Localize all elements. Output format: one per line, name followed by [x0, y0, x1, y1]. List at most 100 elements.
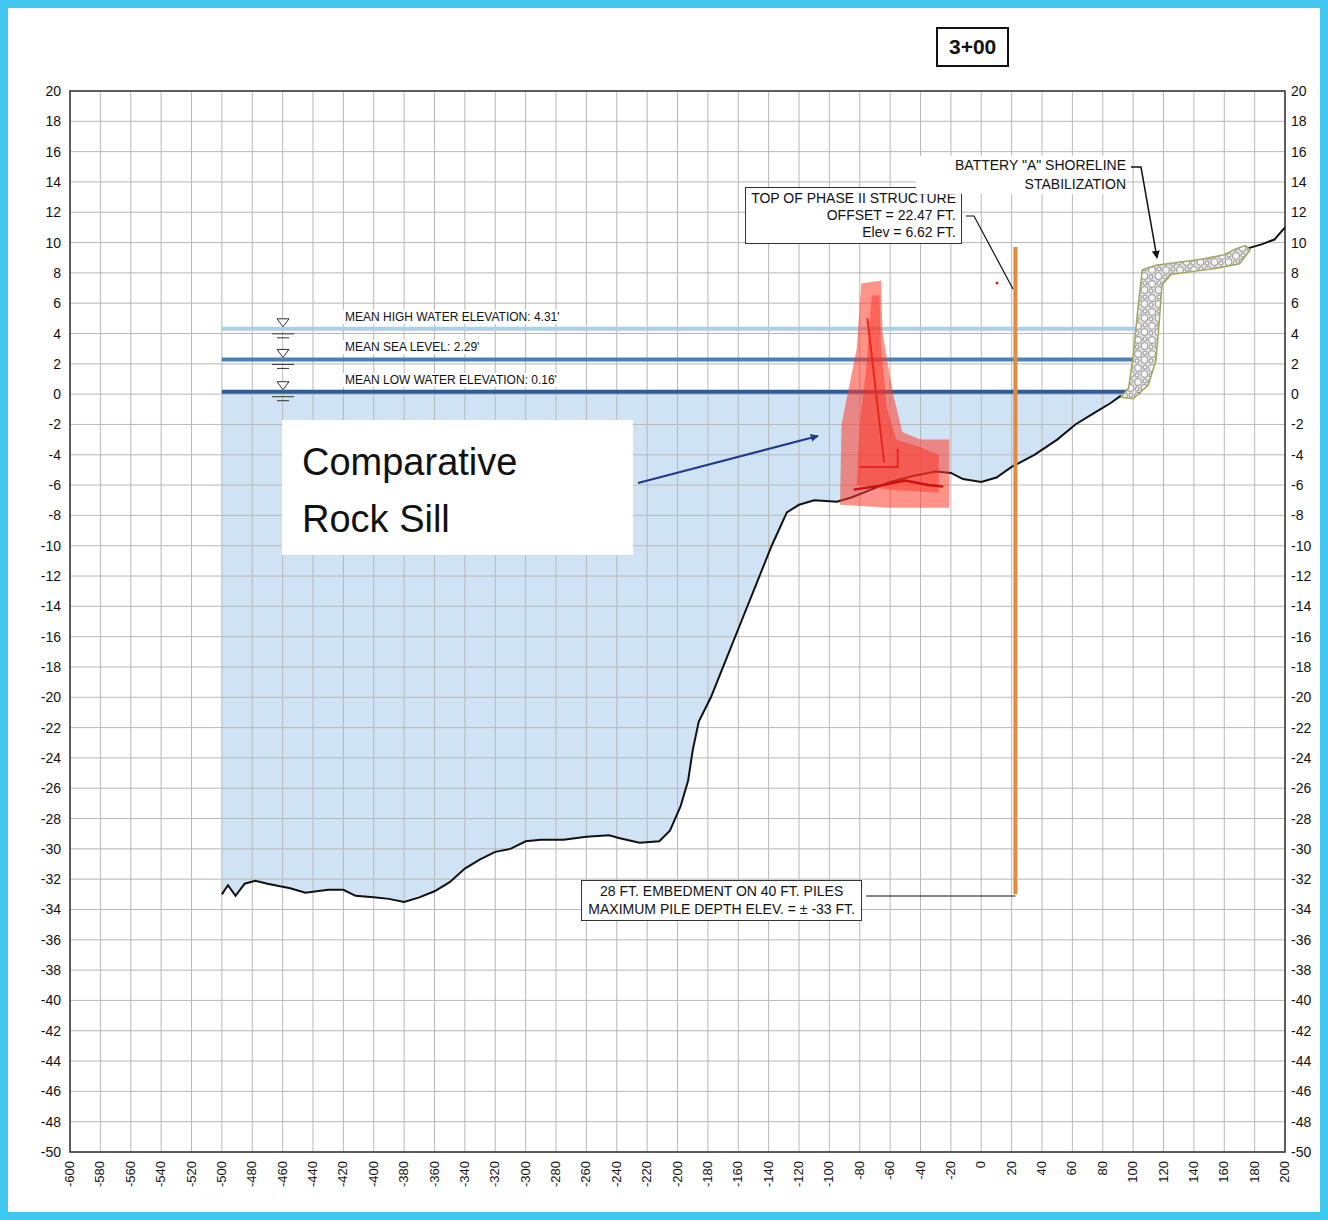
rock-sill-mark — [860, 449, 898, 467]
elevation-tick: 4 — [14, 325, 61, 343]
elevation-tick: -26 — [14, 779, 61, 797]
grid-line — [70, 454, 1285, 455]
water-level-symbol — [272, 334, 294, 338]
elevation-tick: -46 — [1291, 1082, 1325, 1100]
offset-tick: 140 — [1186, 1161, 1202, 1211]
elevation-tick: -30 — [1291, 840, 1325, 858]
water-level-symbol — [277, 349, 289, 357]
grid-line — [70, 666, 1285, 667]
elevation-tick: -10 — [1291, 537, 1325, 555]
grid-line — [1102, 91, 1103, 1152]
offset-tick: 40 — [1034, 1161, 1050, 1211]
elevation-tick: -36 — [14, 931, 61, 949]
callout-box: TOP OF PHASE II STRUCTUREOFFSET = 22.47 … — [745, 187, 962, 244]
water-level-symbol — [272, 397, 294, 401]
elevation-tick: 0 — [14, 385, 61, 403]
elevation-tick: 8 — [14, 264, 61, 282]
grid-line — [313, 91, 314, 1152]
grid — [70, 91, 1285, 1152]
grid-line — [70, 212, 1285, 213]
annotation-text: MAXIMUM PILE DEPTH ELEV. = ± -33 FT. — [588, 901, 855, 919]
page-frame — [4, 4, 1324, 1216]
grid-line — [981, 91, 982, 1152]
water-level-line — [222, 390, 1141, 394]
grid-line — [343, 91, 344, 1152]
offset-tick: -320 — [487, 1161, 503, 1211]
water-level-symbol — [272, 364, 294, 368]
offset-tick: -520 — [184, 1161, 200, 1211]
offset-tick: -400 — [366, 1161, 382, 1211]
grid-line — [707, 91, 708, 1152]
elevation-tick: 10 — [14, 234, 61, 252]
water-level-symbol — [277, 382, 289, 390]
grid-line — [70, 242, 1285, 243]
callout-arrow — [638, 436, 818, 483]
grid-line — [70, 576, 1285, 577]
offset-tick: 80 — [1095, 1161, 1111, 1211]
grid-line — [252, 91, 253, 1152]
grid-line — [677, 91, 678, 1152]
grid-line — [70, 1061, 1285, 1062]
offset-tick: 200 — [1277, 1161, 1293, 1211]
offset-tick: -440 — [305, 1161, 321, 1211]
elevation-tick: -44 — [1291, 1052, 1325, 1070]
elevation-tick: -42 — [1291, 1022, 1325, 1040]
elevation-tick: -34 — [1291, 900, 1325, 918]
offset-tick: -100 — [821, 1161, 837, 1211]
grid-line — [70, 697, 1285, 698]
elevation-tick: -18 — [14, 658, 61, 676]
station-label: 3+00 — [936, 27, 1009, 67]
elevation-tick: -12 — [14, 567, 61, 585]
offset-tick: -280 — [548, 1161, 564, 1211]
annotation-text: 3+00 — [949, 35, 996, 59]
offset-tick: -420 — [335, 1161, 351, 1211]
elevation-tick: -50 — [14, 1143, 61, 1161]
annotation-text: OFFSET = 22.47 FT. — [751, 207, 956, 224]
grid-line — [404, 91, 405, 1152]
grid-line — [434, 91, 435, 1152]
elevation-tick: 12 — [1291, 203, 1325, 221]
grid-line — [616, 91, 617, 1152]
offset-tick: -480 — [244, 1161, 260, 1211]
water-level-line — [222, 357, 1141, 361]
elevation-tick: -22 — [1291, 719, 1325, 737]
grid-line — [70, 303, 1285, 304]
elevation-tick: -42 — [14, 1022, 61, 1040]
grid-line — [70, 818, 1285, 819]
water-level-label: MEAN SEA LEVEL: 2.29' — [343, 340, 481, 354]
grid-line — [1042, 91, 1043, 1152]
offset-tick: -180 — [700, 1161, 716, 1211]
water-level-label: MEAN LOW WATER ELEVATION: 0.16' — [343, 373, 559, 387]
elevation-tick: -48 — [14, 1113, 61, 1131]
grid-line — [525, 91, 526, 1152]
offset-tick: -560 — [123, 1161, 139, 1211]
grid-line — [70, 606, 1285, 607]
elevation-tick: -8 — [1291, 506, 1325, 524]
grid-line — [1133, 91, 1134, 1152]
elevation-tick: -6 — [14, 476, 61, 494]
elevation-tick: 6 — [1291, 294, 1325, 312]
grid-line — [70, 485, 1285, 486]
offset-tick: -200 — [670, 1161, 686, 1211]
elevation-tick: -16 — [14, 628, 61, 646]
offset-tick: -380 — [396, 1161, 412, 1211]
offset-tick: 20 — [1004, 1161, 1020, 1211]
grid-line — [920, 91, 921, 1152]
water-body — [222, 392, 1121, 902]
grid-line — [70, 515, 1285, 516]
grid-line — [799, 91, 800, 1152]
elevation-tick: -46 — [14, 1082, 61, 1100]
grid-line — [464, 91, 465, 1152]
grid-line — [890, 91, 891, 1152]
grid-line — [70, 1030, 1285, 1031]
grid-line — [70, 363, 1285, 364]
grid-line — [70, 757, 1285, 758]
offset-tick: 60 — [1064, 1161, 1080, 1211]
elevation-tick: -14 — [14, 597, 61, 615]
offset-tick: -340 — [457, 1161, 473, 1211]
grid-line — [100, 91, 101, 1152]
elevation-tick: -34 — [14, 900, 61, 918]
grid-line — [221, 91, 222, 1152]
grid-line — [768, 91, 769, 1152]
